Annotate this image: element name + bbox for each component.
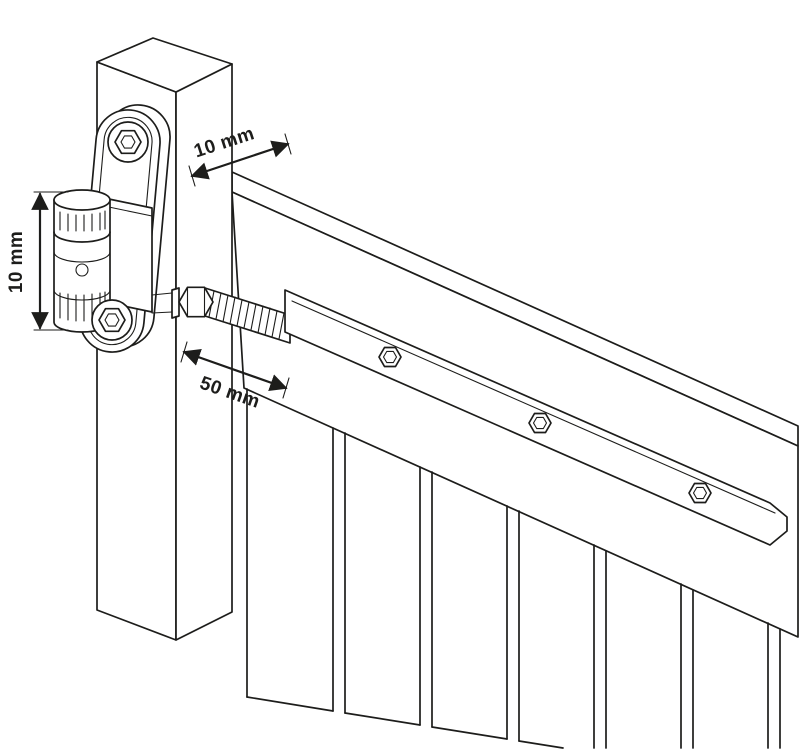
strap-hinge (284, 289, 788, 546)
nut-facet-lines (186, 286, 206, 318)
adjustment-nut (178, 286, 214, 318)
diagram-art: 10 mm 10 mm 50 mm (6, 37, 799, 749)
barrel-top-cap (53, 189, 111, 211)
gate-boards (246, 388, 781, 749)
rod-stub (151, 292, 173, 314)
strap-top-edge-line (291, 300, 776, 514)
strap-bolt (688, 482, 712, 504)
hinge-bracket (103, 197, 153, 313)
dim-left-extension-ticks (33, 191, 69, 331)
gate (231, 171, 799, 749)
barrel-upper-ribs (59, 210, 106, 232)
barrel-grease-fitting (75, 263, 89, 277)
dimension-left: 10 mm (6, 191, 69, 331)
plate-screw-bottom (91, 299, 133, 341)
rod-washer (171, 287, 180, 319)
strap-bolt (378, 346, 402, 368)
dim-top-arrow (190, 140, 290, 180)
strap-bolt (528, 412, 552, 434)
dim-rod-arrow (182, 348, 288, 392)
hinge-assembly (53, 104, 291, 353)
plate-screw-top (107, 121, 149, 163)
post-top-face (96, 37, 233, 93)
threaded-rod (151, 286, 291, 344)
barrel-lower-ribs (59, 291, 106, 322)
dim-left-label: 10 mm (6, 231, 27, 293)
hinge-bracket-flange (103, 205, 153, 217)
